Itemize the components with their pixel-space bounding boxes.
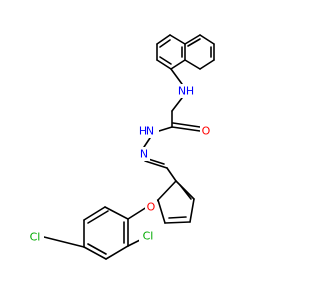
naph-top-left-3 xyxy=(156,59,172,70)
furan-2 xyxy=(157,199,166,224)
naph-top-left-4 xyxy=(170,59,186,70)
furan-3 xyxy=(164,221,191,224)
imine-carbon-to-furan xyxy=(166,167,177,182)
atom-furan-oxygen: O xyxy=(145,200,157,214)
naph-double-2 xyxy=(159,56,172,65)
cl-2-label: Cl xyxy=(143,230,154,243)
atom-imine-nitrogen: N xyxy=(138,147,150,161)
atom-label-layer: N H O N H N O Cl Cl xyxy=(26,84,212,244)
furan-double-2 xyxy=(168,216,187,219)
atom-chlorine-1: Cl xyxy=(26,230,44,244)
amide-n-label: N xyxy=(146,125,154,138)
furan-5 xyxy=(175,180,195,200)
naph-double-1 xyxy=(159,39,171,48)
naph-double-4 xyxy=(187,38,201,47)
phenyl-1 xyxy=(104,206,129,220)
imine-n-label: N xyxy=(140,148,148,161)
atom-amide-nh: N H xyxy=(137,124,159,138)
atom-nh: N H xyxy=(172,84,196,98)
phenyl-double-1 xyxy=(87,210,109,224)
amide-n-to-imine-n xyxy=(143,137,151,148)
atom-chlorine-2: Cl xyxy=(139,229,157,243)
carbonyl-o-label: O xyxy=(202,125,211,138)
naph-right-5 xyxy=(184,59,201,70)
nh-to-ch2 xyxy=(171,97,183,112)
furan-double-1 xyxy=(179,184,192,200)
furan-4 xyxy=(189,198,195,223)
amide-h-label: H xyxy=(139,125,147,138)
nh-h-label: H xyxy=(186,85,194,98)
atom-carbonyl-oxygen: O xyxy=(200,124,212,138)
naph-right-2 xyxy=(199,34,215,45)
naph-top-left-6 xyxy=(169,34,186,45)
carbonyl-double-1 xyxy=(171,126,201,132)
naph-right-1 xyxy=(184,34,201,45)
naph-top-left-1 xyxy=(156,34,171,45)
carbonyl-double-2 xyxy=(172,122,201,128)
phenyl-to-cl-1 xyxy=(43,236,85,248)
nh-n-label: N xyxy=(178,85,186,98)
imine-double-1 xyxy=(144,160,168,169)
carbonyl-to-nh xyxy=(158,126,173,132)
furan-o-label: O xyxy=(147,201,156,214)
naph-to-nh xyxy=(170,68,183,85)
phenyl-2 xyxy=(83,206,106,221)
phenyl-4 xyxy=(83,246,107,260)
phenyl-5 xyxy=(105,245,129,260)
phenyl-double-2 xyxy=(87,243,107,255)
bond-layer xyxy=(43,34,215,260)
naph-right-4 xyxy=(199,59,215,70)
molecule-structure: N H O N H N O Cl Cl xyxy=(26,34,215,260)
cl-1-label: Cl xyxy=(30,231,41,244)
furan-1 xyxy=(157,180,177,201)
